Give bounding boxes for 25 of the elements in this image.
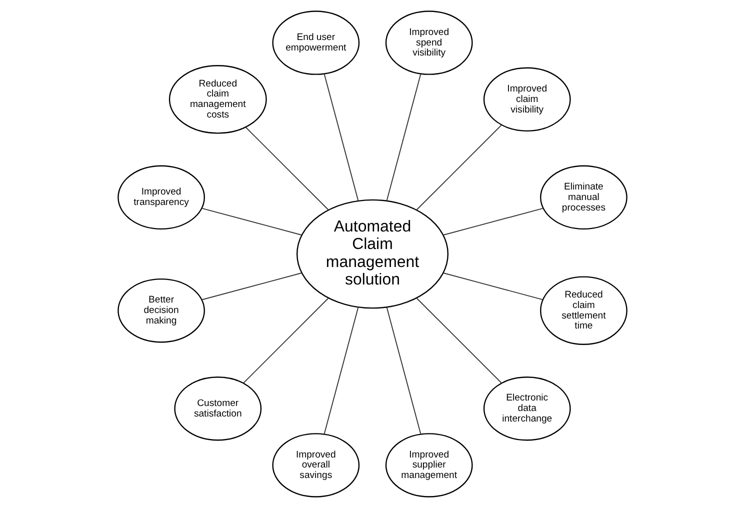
connector xyxy=(323,73,358,202)
node-ellipse: Automated Claim management solution xyxy=(296,199,448,309)
connector xyxy=(442,208,544,236)
connector xyxy=(242,298,328,384)
connector xyxy=(323,306,358,435)
node-ellipse: Eliminate manual processes xyxy=(540,165,627,230)
node-ellipse: Reduced claim management costs xyxy=(168,65,266,134)
node-ellipse: Better decision making xyxy=(117,278,204,343)
node-ellipse: Improved supplier management xyxy=(384,433,472,498)
connector xyxy=(200,272,302,300)
node-ellipse: Improved overall savings xyxy=(272,433,360,498)
node-ellipse: Customer satisfaction xyxy=(174,376,262,441)
node-ellipse: Reduced claim settlement time xyxy=(540,276,627,345)
connector xyxy=(416,124,502,210)
node-ellipse: Improved claim visibility xyxy=(482,67,570,132)
connector xyxy=(416,298,502,384)
node-ellipse: End user empowerment xyxy=(272,10,360,75)
node-ellipse: Electronic data interchange xyxy=(482,376,570,441)
node-ellipse: Improved spend visibility xyxy=(384,10,472,75)
connector xyxy=(244,126,328,210)
connector xyxy=(386,306,421,435)
connector xyxy=(442,272,543,300)
node-ellipse: Improved transparency xyxy=(117,165,204,230)
connector xyxy=(200,208,302,236)
connector xyxy=(386,73,421,202)
